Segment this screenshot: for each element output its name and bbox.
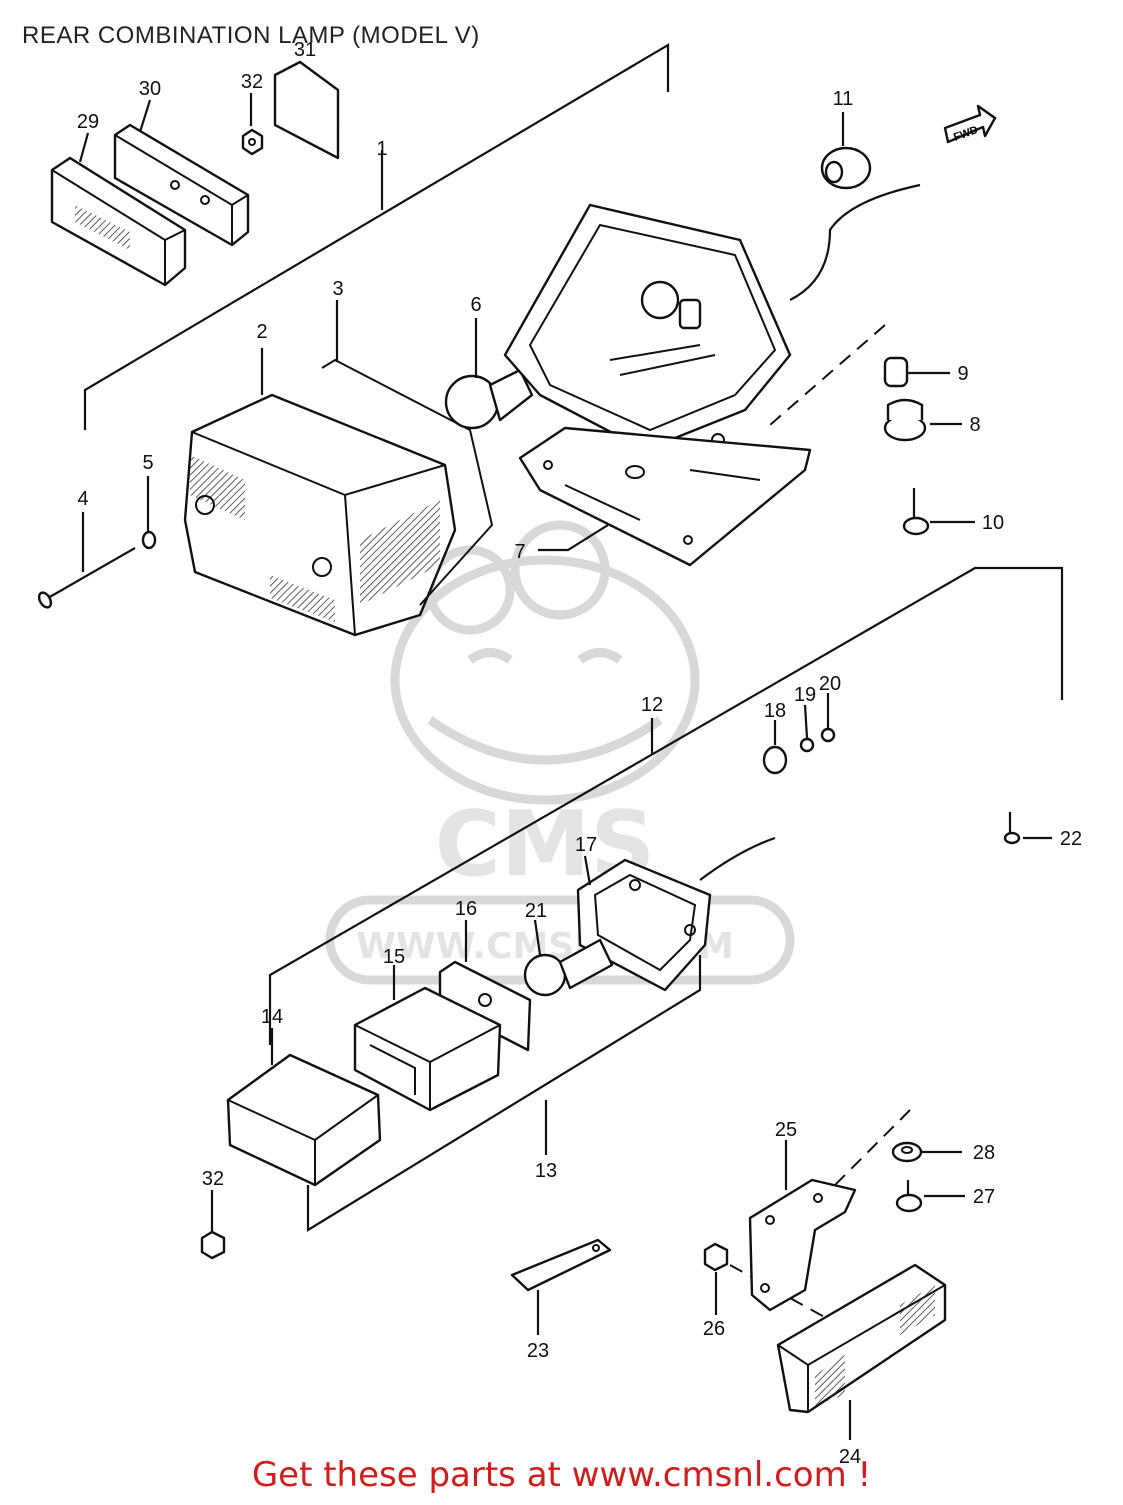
assembly-13-outline xyxy=(306,955,702,1232)
callout-22: 22 xyxy=(1060,828,1082,850)
leader-lines xyxy=(78,93,1052,1440)
callout-26: 26 xyxy=(703,1318,725,1340)
part-32-nut-top xyxy=(241,128,264,156)
callout-20: 20 xyxy=(819,673,841,695)
wire-lower xyxy=(699,836,776,881)
part-10-screw xyxy=(902,488,930,536)
assembly-12-outline xyxy=(268,566,1064,1045)
part-24-reflector xyxy=(776,1263,947,1414)
callout-25: 25 xyxy=(775,1119,797,1141)
callout-14: 14 xyxy=(261,1006,283,1028)
part-29-reflector xyxy=(50,156,187,287)
callout-9: 9 xyxy=(957,363,968,385)
callout-29: 29 xyxy=(77,111,99,133)
part-8-grommet xyxy=(883,398,927,442)
assembly-1-outline xyxy=(83,43,670,430)
callout-11: 11 xyxy=(833,88,854,110)
callout-8: 8 xyxy=(969,414,980,436)
callout-2: 2 xyxy=(256,321,267,343)
part-3-gasket xyxy=(321,358,494,606)
callout-21: 21 xyxy=(525,900,547,922)
callout-30: 30 xyxy=(139,78,161,100)
part-23-clip xyxy=(510,1238,612,1292)
callout-4: 4 xyxy=(77,488,88,510)
part-22-screw xyxy=(1003,812,1021,845)
part-2-lens xyxy=(183,393,457,637)
callout-3: 3 xyxy=(332,278,343,300)
dash-line-8-9 xyxy=(769,324,886,426)
callout-32-bottom: 32 xyxy=(202,1168,224,1190)
callout-labels: 1 2 3 4 5 6 7 8 9 10 11 12 13 14 15 16 1… xyxy=(77,39,1082,1468)
callout-6: 6 xyxy=(470,294,481,316)
fwd-arrow-icon: FWD xyxy=(943,104,997,144)
part-27-screw xyxy=(895,1180,923,1213)
part-17-socket xyxy=(576,858,712,992)
diagram-title: REAR COMBINATION LAMP (MODEL V) xyxy=(22,22,480,49)
part-11-grommet xyxy=(820,146,872,190)
part-20-nut xyxy=(820,727,836,743)
part-14-lens xyxy=(226,1053,382,1187)
part-32-nut-bottom xyxy=(200,1230,226,1260)
wire-upper xyxy=(789,183,921,301)
callout-18: 18 xyxy=(764,700,786,722)
part-6-bulb xyxy=(444,368,534,430)
callout-10: 10 xyxy=(982,512,1004,534)
callout-23: 23 xyxy=(527,1340,549,1362)
part-31-plate xyxy=(273,60,340,160)
part-26-nut xyxy=(703,1242,729,1272)
part-9-spacer xyxy=(883,356,909,388)
callout-24: 24 xyxy=(839,1446,861,1468)
part-5-washer xyxy=(141,530,157,550)
part-4-screw xyxy=(37,547,136,609)
callout-13: 13 xyxy=(535,1160,557,1182)
part-7-plate xyxy=(518,426,812,567)
callout-7: 7 xyxy=(514,541,525,563)
callout-28: 28 xyxy=(973,1142,995,1164)
dash-line-27-28 xyxy=(829,1109,911,1191)
callout-15: 15 xyxy=(383,946,405,968)
part-15-housing xyxy=(353,986,502,1112)
callout-32-top: 32 xyxy=(241,71,263,93)
part-28-washer xyxy=(891,1141,923,1163)
callout-5: 5 xyxy=(142,452,153,474)
part-socket-base xyxy=(503,203,792,452)
part-25-bracket xyxy=(748,1178,857,1312)
callout-27: 27 xyxy=(973,1186,995,1208)
callout-17: 17 xyxy=(575,834,597,856)
footer-link-text[interactable]: Get these parts at www.cmsnl.com ! xyxy=(251,1455,872,1495)
callout-1: 1 xyxy=(376,138,387,160)
callout-19: 19 xyxy=(794,684,816,706)
callout-16: 16 xyxy=(455,898,477,920)
part-19-washer xyxy=(799,737,815,753)
part-21-bulb xyxy=(523,938,614,997)
part-30-reflector-base xyxy=(113,123,250,247)
part-18-nut xyxy=(762,745,788,775)
callout-31: 31 xyxy=(294,39,316,61)
callout-12: 12 xyxy=(641,694,663,716)
